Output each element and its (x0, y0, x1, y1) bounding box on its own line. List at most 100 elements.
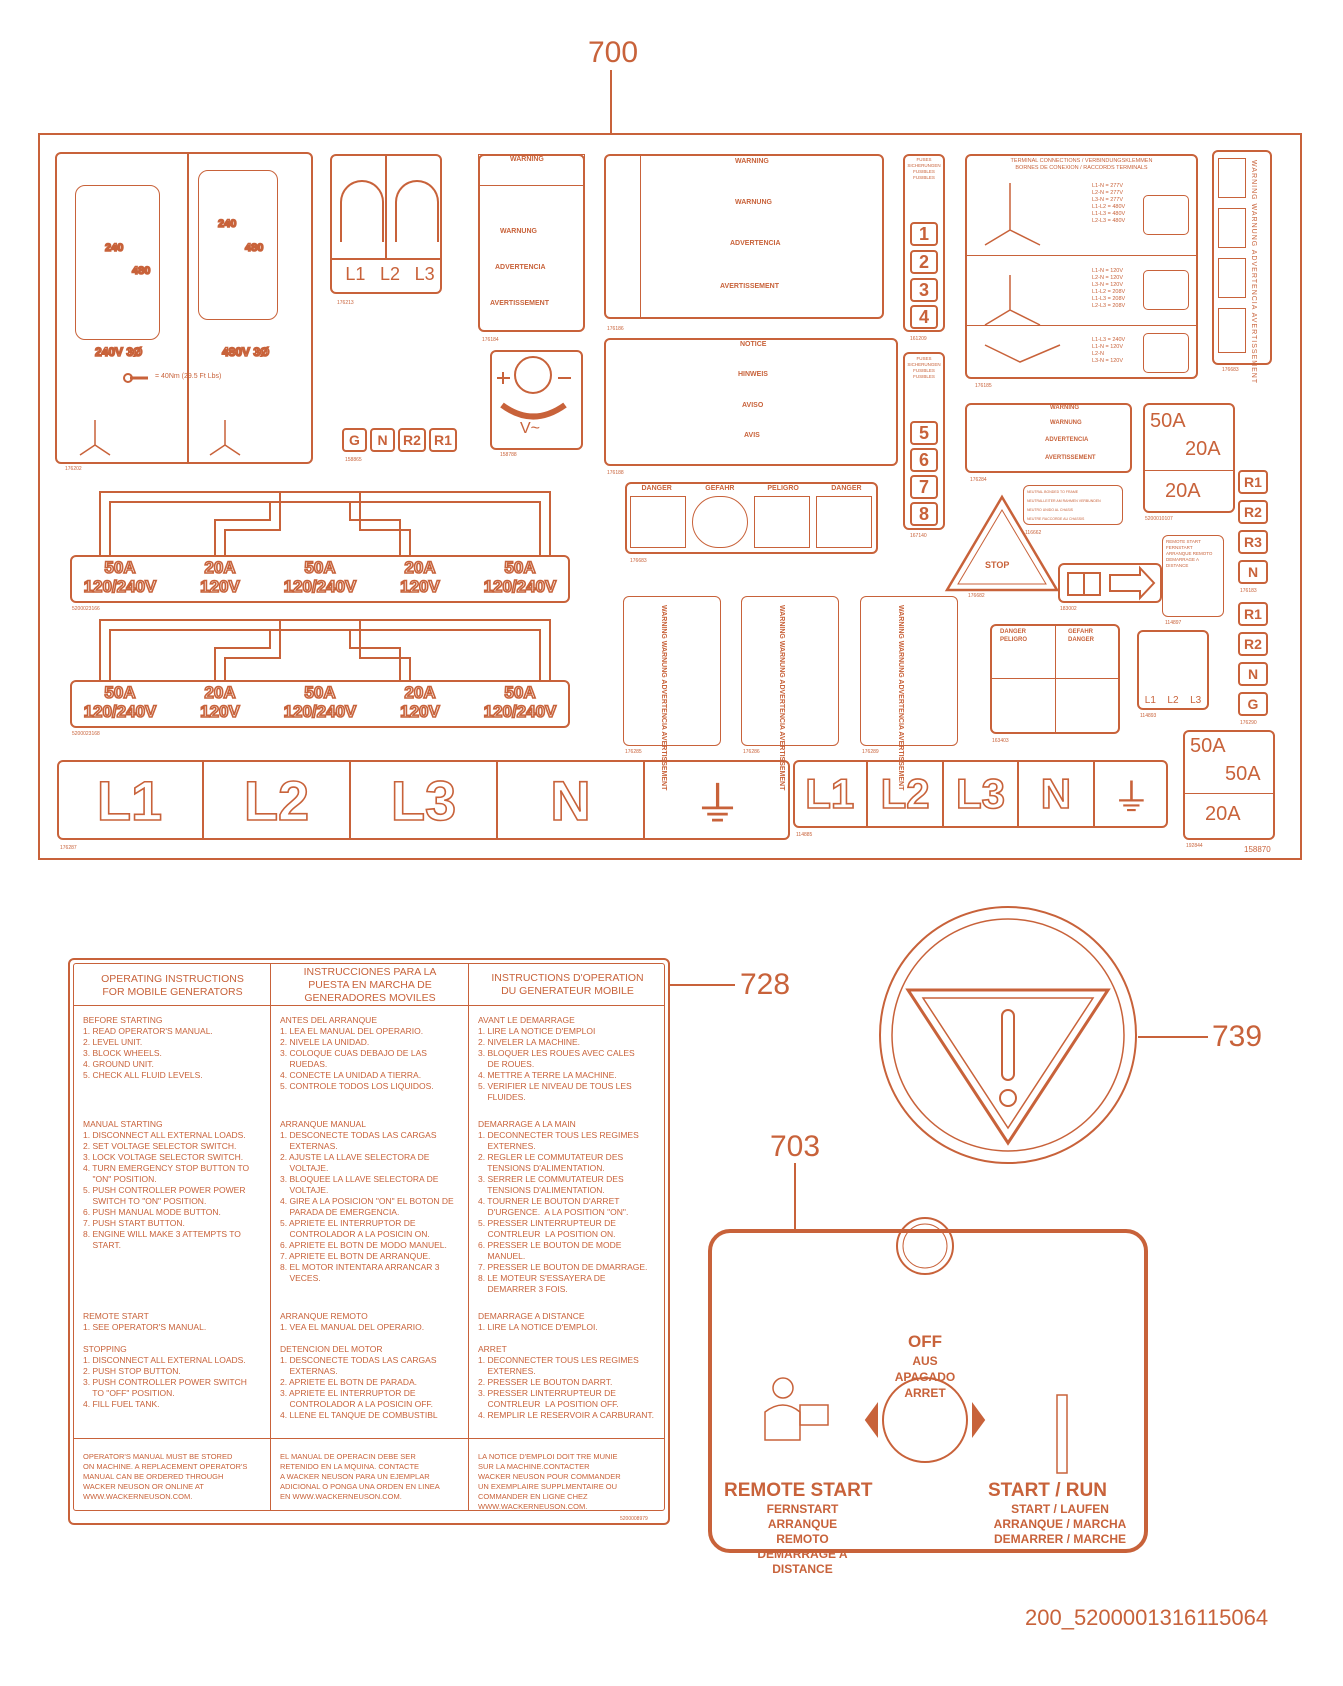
notice-ref: 176188 (607, 470, 624, 476)
line-label-l1: L1 (793, 760, 869, 828)
instructions-column-divider (270, 963, 271, 1511)
amp-divider (1183, 793, 1275, 794)
fuse-3: 3 (910, 278, 938, 302)
neutral-label-ref: 116662 (1025, 530, 1042, 536)
danger-heading: DANGER (641, 485, 672, 492)
amp-decal1-ref: 5200010107 (1145, 516, 1173, 522)
notice-heading: NOTICE (740, 341, 767, 348)
danger-quad-ref: 163403 (992, 738, 1009, 744)
outlet-label: 50A 120/240V (283, 682, 357, 722)
stop-label: STOP (985, 560, 1010, 570)
warning-decal-large (604, 154, 884, 319)
amp-decal-2 (1183, 730, 1275, 840)
warning-decal-small-2 (965, 403, 1132, 473)
line-strip-large-ref: 176287 (60, 845, 77, 851)
read-manual-decal (1058, 563, 1162, 603)
relay-r3: R3 (1238, 530, 1268, 554)
outlet-strip2-ref: 5200023168 (72, 731, 100, 737)
outlet-label: 50A 120/240V (483, 682, 557, 722)
ground-symbol-icon: ⏚ (693, 779, 742, 832)
outlet-strip-2-labels: 50A 120/240V 20A 120V 50A 120/240V 20A 1… (70, 682, 570, 722)
start-run-label: START / RUN (988, 1480, 1107, 1501)
vertical-warning-decal-2 (741, 596, 839, 746)
relay-label-n: N (370, 428, 395, 452)
amp-value-50a: 50A (1150, 410, 1186, 432)
aviso-heading: AVISO (742, 402, 764, 409)
callout-728: 728 (740, 968, 791, 1001)
instructions-fr-footer: LA NOTICE D'EMPLOI DOIT TRE MUNIE SUR LA… (478, 1452, 621, 1511)
relay-column2-ref: 176290 (1240, 720, 1257, 726)
amp-value-50a: 50A (1225, 763, 1261, 785)
tc-row-divider (965, 255, 1198, 256)
tc-dial-icon (1143, 270, 1189, 310)
tc-row-divider (965, 325, 1198, 326)
relay-label-g: G (342, 428, 367, 452)
fuses-decal-2 (903, 352, 945, 530)
danger-row-headings: DANGER GEFAHR PELIGRO DANGER (625, 485, 878, 492)
advertencia-heading: ADVERTENCIA (1045, 437, 1089, 443)
instructions-en-footer: OPERATOR'S MANUAL MUST BE STORED ON MACH… (83, 1452, 248, 1501)
instructions-en-manual: MANUAL STARTING 1. DISCONNECT ALL EXTERN… (83, 1119, 250, 1250)
switch-label-l1: L1 (1144, 695, 1156, 706)
danger-quad-right-headings: GEFAHR DANGER (1068, 628, 1094, 644)
relay-r2: R2 (1238, 632, 1268, 656)
neutral-bonded-text: NEUTRAL BONDED TO FRAME NEUTRALLEITER AM… (1027, 488, 1101, 524)
outlet-label: 50A 120/240V (283, 557, 357, 597)
switch-divider (385, 154, 387, 259)
warnung-heading: WARNUNG (1050, 420, 1082, 426)
instructions-es-manual: ARRANQUE MANUAL 1. DESCONECTE TODAS LAS … (280, 1119, 454, 1283)
instructions-fr-remote: DEMARRAGE A DISTANCE 1. LIRE LA NOTICE D… (478, 1311, 655, 1420)
instructions-ref: 5200008979 (620, 1516, 648, 1522)
read-manual-icon (1218, 308, 1246, 353)
remote-start-small-text: REMOTE START FERNSTART ARRANQUE REMOTO D… (1166, 539, 1213, 568)
vertical-warning-decal-3 (860, 596, 958, 746)
terminal-plate-right (198, 170, 278, 320)
vertical-warning-decal-1 (623, 596, 721, 746)
tc-dial-icon (1143, 195, 1189, 235)
terminal-plate-left (75, 185, 160, 340)
plate-left-240: 240 (104, 241, 124, 255)
fuse-6: 6 (910, 448, 938, 472)
outlet-strip1-ref: 5200023166 (72, 606, 100, 612)
electrocution-icon (754, 496, 810, 548)
fuses-decal-1 (903, 154, 945, 332)
tc-block-208v: L1-N = 120V L2-N = 120V L3-N = 120V L1-L… (1092, 268, 1126, 309)
neutral-line: NEUTRO UNIDO AL CHASIS (1027, 508, 1073, 512)
amp-decal2-ref: 192844 (1186, 843, 1203, 849)
relay-r1: R1 (1238, 602, 1268, 626)
switch-label-l3: L3 (414, 264, 435, 284)
line-label-l2: L2 (868, 760, 944, 828)
warning-small-ref: 176184 (482, 337, 499, 343)
peligro-heading: PELIGRO (767, 485, 799, 492)
outlet-label: 20A 120V (199, 557, 240, 597)
switch-label-l2: L2 (1167, 695, 1179, 706)
remote-start-small-ref: 114897 (1165, 620, 1182, 626)
warnung-heading: WARNUNG (735, 199, 772, 206)
danger-quad-left-headings: DANGER PELIGRO (1000, 628, 1027, 644)
amp-value-20a: 20A (1185, 438, 1221, 460)
explosion-icon (816, 496, 872, 548)
warning-large-ref: 176186 (607, 326, 624, 332)
no-fire-icon (692, 496, 748, 548)
relay-label-r2: R2 (398, 428, 426, 452)
label-240v-3ph: 240V 3Ø (94, 344, 143, 360)
neutral-line: NEUTRALLEITER AM RAHMEN VERBUNDEN (1027, 499, 1101, 503)
tc-dial-icon (1143, 333, 1189, 373)
instructions-es-footer: EL MANUAL DE OPERACIN DEBE SER RETENIDO … (280, 1452, 440, 1501)
avis-heading: AVIS (744, 432, 760, 439)
amp-divider (1143, 470, 1235, 471)
terminal-board-divider (187, 152, 189, 464)
relay-r2: R2 (1238, 500, 1268, 524)
avertissement-heading: AVERTISSEMENT (720, 283, 779, 290)
line-label-l3: L3 (944, 760, 1020, 828)
warning-heading: WARNING (510, 156, 544, 163)
vertical-decal3-ref: 176289 (862, 749, 879, 755)
line-label-l1: L1 (57, 760, 204, 840)
line-strip-large (57, 760, 790, 840)
relay-n: N (1238, 560, 1268, 584)
label-480v-3ph: 480V 3Ø (221, 344, 270, 360)
fuse-4: 4 (910, 305, 938, 329)
outlet-label: 50A 120/240V (83, 557, 157, 597)
entanglement-icon (630, 496, 686, 548)
